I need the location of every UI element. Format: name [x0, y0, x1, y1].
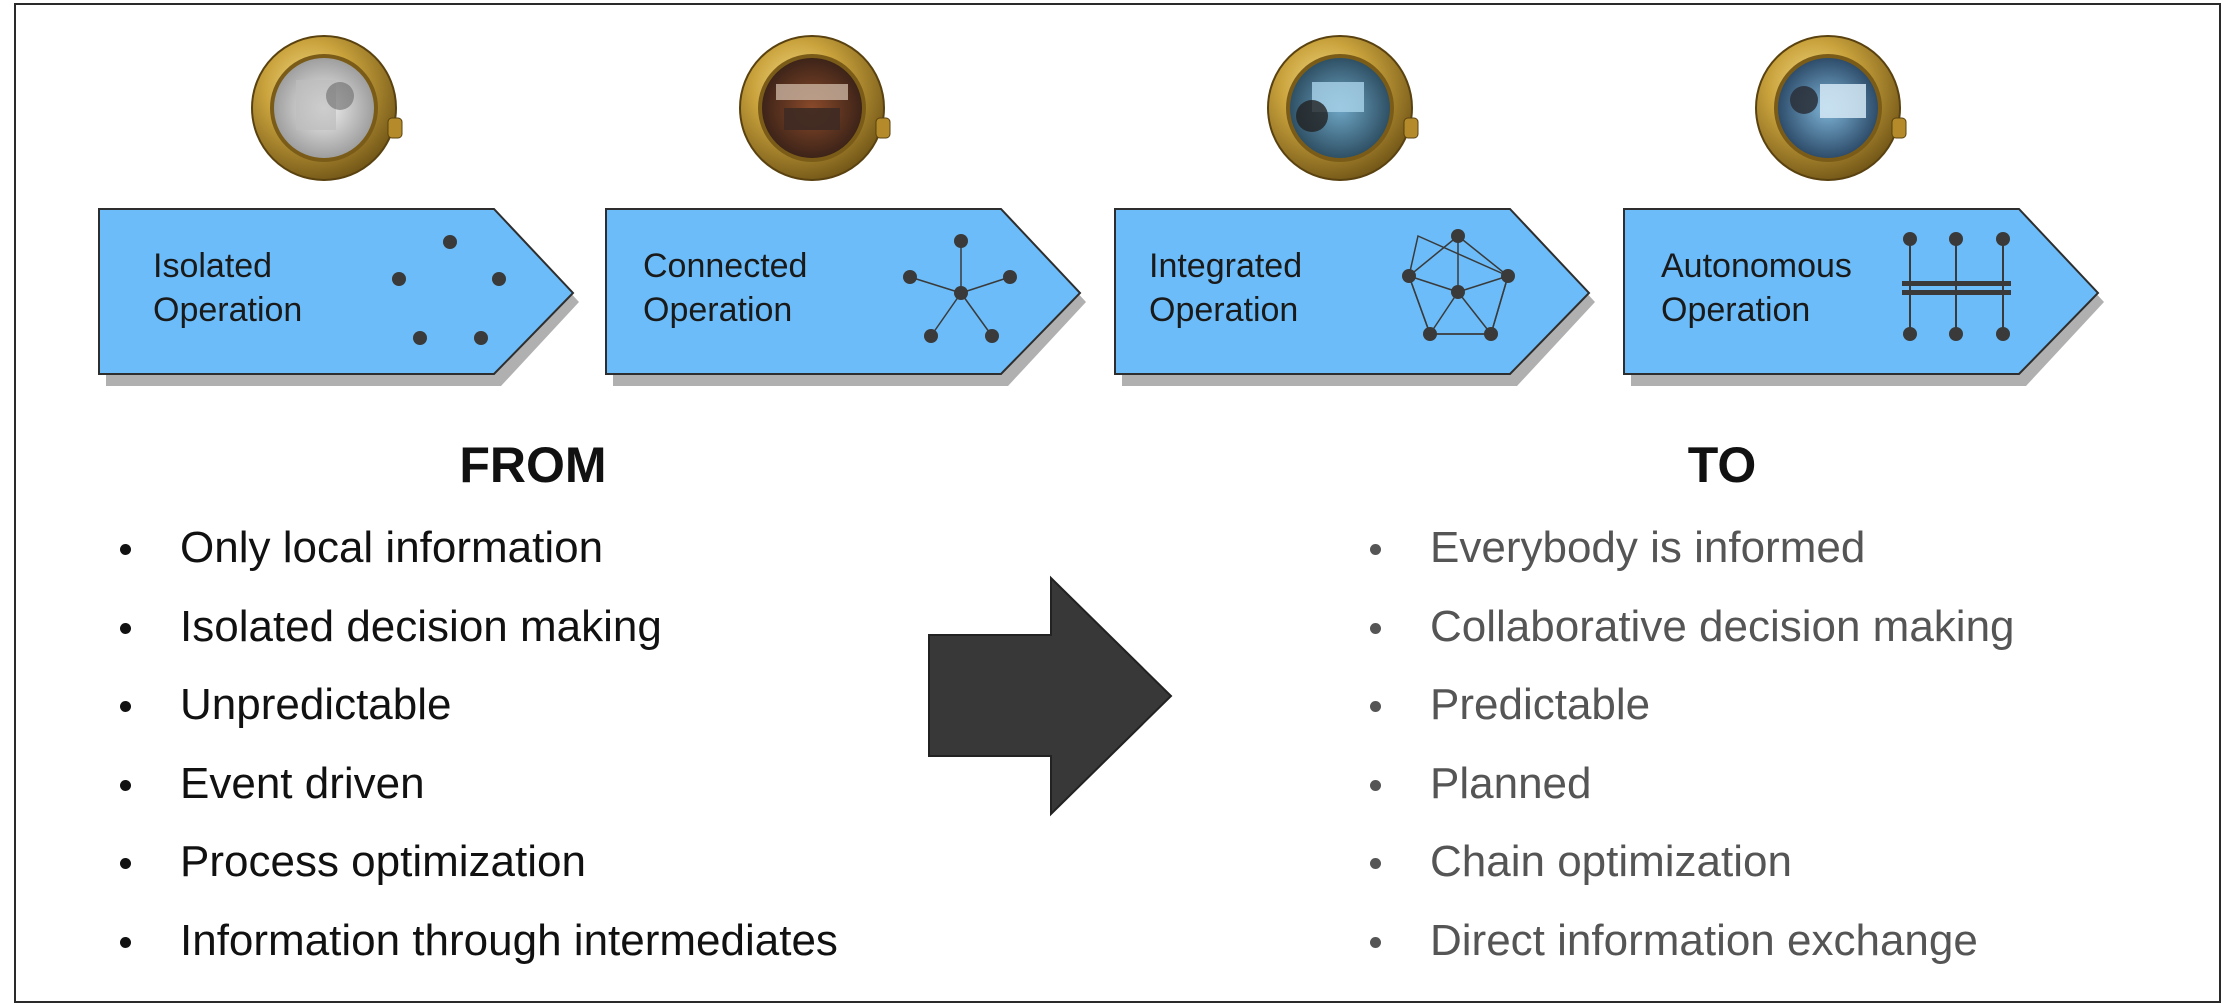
- star-network-icon: [903, 234, 1017, 343]
- bullet-icon: [1370, 858, 1381, 869]
- stage-arrow-4: [1623, 208, 2104, 386]
- list-item: Everybody is informed: [1370, 526, 2015, 607]
- list-item: Only local information: [120, 526, 838, 607]
- from-heading: FROM: [459, 437, 607, 493]
- to-list: Everybody is informed Collaborative deci…: [1370, 526, 2015, 1000]
- list-item: Process optimization: [120, 840, 838, 921]
- bullet-icon: [120, 544, 131, 555]
- stage-label-autonomous: Autonomous Operation: [1661, 247, 1852, 329]
- bullet-icon: [1370, 622, 1381, 634]
- bullet-icon: [120, 858, 131, 869]
- porthole-grayscale-operator-photo: [251, 35, 403, 181]
- porthole-control-room-photo: [739, 35, 891, 181]
- stage-label-integrated: Integrated Operation: [1149, 247, 1303, 329]
- porthole-analyst-screens-photo: [1755, 35, 1907, 181]
- list-item: Chain optimization: [1370, 840, 2015, 921]
- list-item: Direct information exchange: [1370, 918, 2015, 1000]
- porthole-monitoring-station-photo: [1267, 35, 1419, 181]
- list-item: Unpredictable: [120, 683, 838, 764]
- list-item: Information through intermediates: [120, 918, 838, 1000]
- list-item: Planned: [1370, 761, 2015, 843]
- list-item: Predictable: [1370, 683, 2015, 764]
- list-item: Collaborative decision making: [1370, 604, 2015, 686]
- bullet-icon: [120, 936, 131, 948]
- from-list: Only local information Isolated decision…: [120, 526, 838, 1000]
- stage-label-isolated: Isolated Operation: [153, 247, 303, 329]
- bullet-icon: [120, 701, 131, 712]
- bullet-icon: [1370, 544, 1381, 555]
- from-to-transition-arrow: [928, 575, 1173, 817]
- bullet-icon: [120, 622, 131, 634]
- bus-network-icon: [1902, 232, 2011, 341]
- list-item: Event driven: [120, 761, 838, 843]
- isolated-dots-icon: [392, 235, 506, 345]
- bullet-icon: [120, 779, 131, 791]
- stage-arrow-3: [1114, 208, 1595, 386]
- bullet-icon: [1370, 936, 1381, 948]
- bullet-icon: [1370, 779, 1381, 791]
- bullet-icon: [1370, 701, 1381, 712]
- stage-arrow-1: [98, 208, 579, 386]
- list-item: Isolated decision making: [120, 604, 838, 686]
- pentagon-mesh-network-icon: [1402, 229, 1515, 341]
- stage-label-connected: Connected Operation: [643, 247, 808, 329]
- to-heading: TO: [1687, 437, 1757, 493]
